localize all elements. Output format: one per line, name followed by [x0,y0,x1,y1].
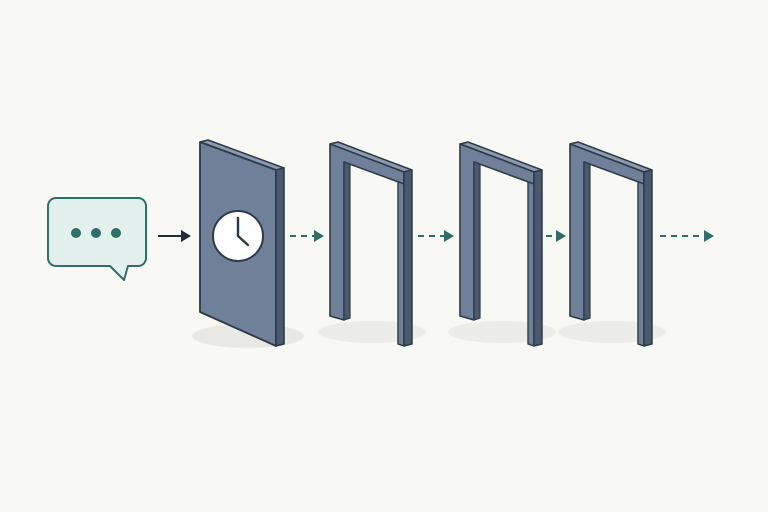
open-doorframe-1 [329,141,413,347]
ellipsis-dot-1 [71,228,81,238]
dashed-arrow-4 [660,230,714,242]
clock-icon [212,210,264,262]
dashed-arrow-1 [290,230,324,242]
open-doorframe-2 [459,141,543,347]
closed-door-gate [199,139,285,347]
solid-arrow-icon [158,230,191,242]
ellipsis-dot-3 [111,228,121,238]
dashed-arrow-2 [418,230,454,242]
dashed-arrow-3 [546,230,566,242]
speech-bubble-icon [47,197,147,281]
ellipsis-dot-2 [91,228,101,238]
open-doorframe-3 [569,141,653,347]
